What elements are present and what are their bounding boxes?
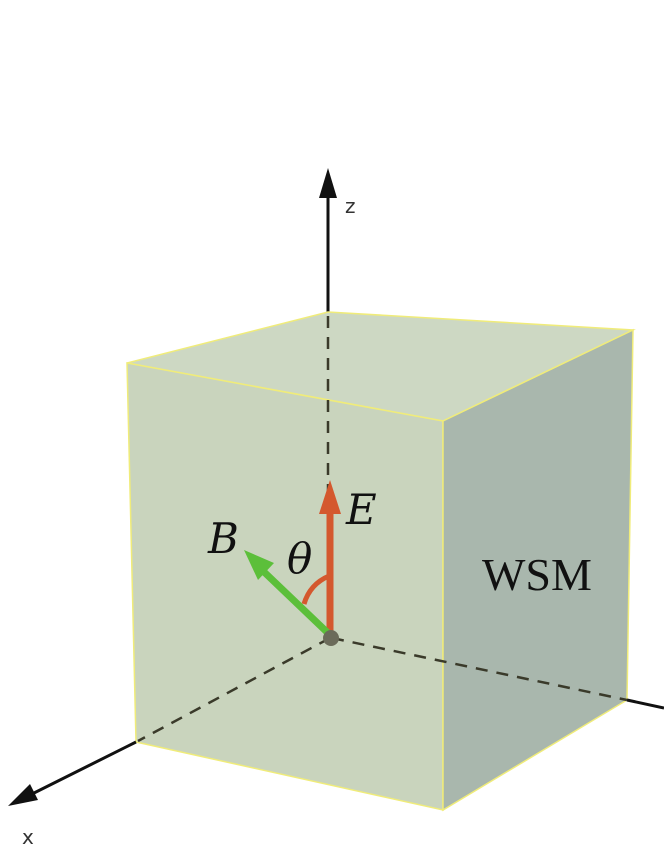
x-axis-arrowhead bbox=[8, 784, 38, 806]
e-vector-label: E bbox=[345, 485, 377, 534]
z-axis-label: z bbox=[345, 194, 356, 218]
b-vector-label: B bbox=[207, 514, 239, 563]
x-axis-hidden-dashed bbox=[137, 636, 331, 743]
x-axis-line bbox=[29, 740, 137, 797]
x-axis-label: x bbox=[22, 825, 34, 849]
origin-point bbox=[323, 630, 339, 646]
cube-front-face bbox=[126, 362, 444, 811]
b-vector-shaft bbox=[259, 567, 332, 637]
z-axis-arrowhead bbox=[319, 168, 337, 198]
theta-angle-arc bbox=[301, 573, 331, 605]
b-vector-arrowhead bbox=[244, 550, 274, 580]
y-axis-line bbox=[626, 698, 664, 710]
e-vector-arrowhead bbox=[319, 480, 341, 514]
wsm-label: WSM bbox=[482, 549, 592, 600]
y-axis-hidden-dashed bbox=[331, 636, 628, 702]
theta-label: θ bbox=[287, 534, 312, 583]
